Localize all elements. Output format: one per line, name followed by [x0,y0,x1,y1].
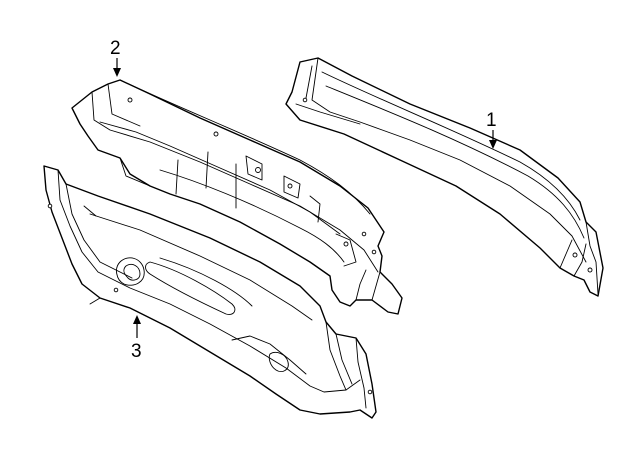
callout-1: 1 [486,110,497,149]
callout-2: 2 [110,38,121,77]
callout-3-label: 3 [131,341,142,362]
callout-3-arrowhead [133,315,141,324]
callout-2-label: 2 [110,38,121,59]
callout-2-arrowhead [113,68,121,77]
callout-3: 3 [131,315,142,362]
callout-1-label: 1 [486,110,497,131]
part-1-panel[interactable] [285,57,604,297]
part-2-panel[interactable] [71,79,403,315]
callout-1-arrowhead [489,140,497,149]
part-3-panel[interactable] [43,165,377,419]
